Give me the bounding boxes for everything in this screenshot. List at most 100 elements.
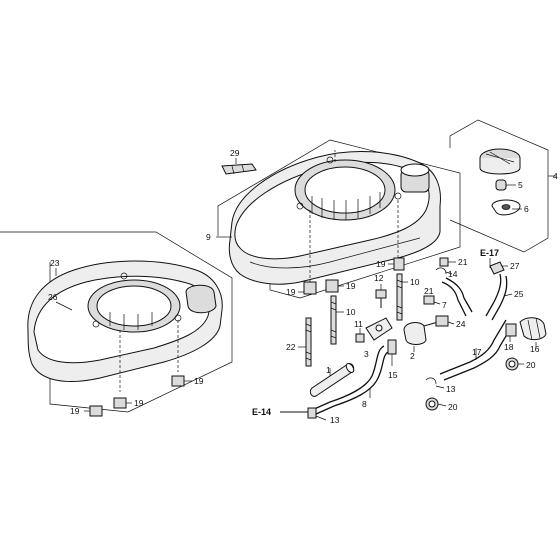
part-18 bbox=[505, 323, 517, 337]
grommet-left-3 bbox=[89, 405, 103, 417]
clip-ridges bbox=[231, 164, 245, 175]
callout-3: 3 bbox=[364, 349, 369, 359]
filler-neck-top bbox=[400, 163, 430, 177]
stud-10a bbox=[330, 295, 337, 345]
callout-19a: 19 bbox=[286, 287, 296, 297]
callout-14: 14 bbox=[448, 269, 458, 279]
grommet-19a bbox=[303, 281, 317, 295]
left-cover-intake bbox=[96, 285, 172, 327]
clip-21a bbox=[439, 257, 449, 267]
stud-10a-thread bbox=[330, 301, 337, 339]
hose-8-wall bbox=[315, 351, 389, 415]
fan-cover-intake bbox=[304, 166, 386, 214]
bracket-3-hole bbox=[375, 324, 383, 332]
group-frame-left bbox=[0, 231, 233, 413]
boss-3 bbox=[394, 192, 402, 200]
filter-16 bbox=[519, 317, 547, 341]
clip-part bbox=[221, 158, 257, 175]
callout-26: 26 bbox=[48, 292, 58, 302]
callout-18: 18 bbox=[504, 342, 514, 352]
callout-7: 7 bbox=[442, 300, 447, 310]
callout-13a: 13 bbox=[330, 415, 340, 425]
hose-1-end bbox=[345, 363, 355, 373]
group-frame-main bbox=[217, 139, 461, 299]
callout-1: 1 bbox=[326, 365, 331, 375]
callout-labels: 1 2 3 4 5 6 7 8 9 10 10 11 12 13 13 14 1… bbox=[48, 148, 558, 425]
callout-2: 2 bbox=[410, 351, 415, 361]
fuel-cap-side bbox=[479, 158, 521, 175]
grommet-left-1 bbox=[171, 375, 185, 387]
callout-19f: 19 bbox=[376, 259, 386, 269]
callout-20b: 20 bbox=[526, 360, 536, 370]
callout-11: 11 bbox=[354, 319, 363, 329]
hose-8 bbox=[311, 345, 385, 411]
callout-27: 27 bbox=[510, 261, 520, 271]
main-cover-group bbox=[217, 139, 461, 299]
hose-25-wall bbox=[491, 275, 508, 321]
fuel-cap-grip bbox=[485, 151, 515, 165]
callout-16: 16 bbox=[530, 344, 540, 354]
hose-7 bbox=[441, 281, 467, 317]
callout-19c: 19 bbox=[194, 376, 204, 386]
leader-7 bbox=[433, 301, 441, 305]
reference-e17: E-17 bbox=[480, 248, 499, 258]
grommet-19b bbox=[325, 279, 339, 293]
left-cover-group bbox=[0, 231, 233, 417]
center-parts bbox=[280, 284, 439, 421]
left-boss-1 bbox=[120, 272, 128, 280]
leader-13a bbox=[315, 415, 327, 421]
stud-22-thread bbox=[305, 323, 312, 361]
reference-e14: E-14 bbox=[252, 407, 271, 417]
group-frame-cap bbox=[449, 119, 549, 253]
callout-17: 17 bbox=[472, 347, 482, 357]
leader-13b bbox=[435, 385, 445, 389]
callout-6: 6 bbox=[524, 204, 529, 214]
callout-8: 8 bbox=[362, 399, 367, 409]
cap-seal bbox=[495, 179, 507, 191]
fuel-valve-2 bbox=[403, 322, 427, 345]
leader-25 bbox=[503, 293, 513, 297]
callout-19e: 19 bbox=[70, 406, 80, 416]
reference-labels: E-17 E-14 bbox=[252, 248, 499, 417]
clamp-20a-hole bbox=[428, 400, 436, 408]
clip-15 bbox=[387, 339, 397, 355]
fan-cover-lip bbox=[249, 237, 421, 269]
callout-21a: 21 bbox=[458, 257, 468, 267]
bolt-12 bbox=[375, 289, 387, 299]
clamp-20b-hole bbox=[508, 360, 516, 368]
fuel-cap-group bbox=[449, 119, 556, 253]
grommet-left-2 bbox=[113, 397, 127, 409]
callout-22: 22 bbox=[286, 342, 296, 352]
callout-19b: 19 bbox=[346, 281, 356, 291]
callout-10b: 10 bbox=[410, 277, 420, 287]
leader-24 bbox=[447, 321, 455, 325]
hose-7-wall bbox=[445, 277, 473, 313]
clip-21b bbox=[423, 295, 435, 305]
fan-cover-fins bbox=[311, 192, 381, 220]
studs-group bbox=[298, 257, 408, 367]
left-cover-fins bbox=[109, 312, 153, 330]
nut-11 bbox=[355, 333, 365, 343]
hose-17 bbox=[439, 319, 507, 375]
callout-5: 5 bbox=[518, 180, 523, 190]
hose-25 bbox=[485, 273, 502, 317]
callout-4: 4 bbox=[553, 171, 558, 181]
stud-10b-thread bbox=[396, 279, 403, 315]
left-cover-neck bbox=[185, 284, 217, 314]
clip-body bbox=[221, 163, 257, 175]
leader-26 bbox=[55, 301, 73, 311]
right-hoses bbox=[423, 257, 547, 411]
boss-1 bbox=[326, 156, 334, 164]
callout-25: 25 bbox=[514, 289, 524, 299]
clamp-13a bbox=[307, 407, 317, 419]
callout-20a: 20 bbox=[448, 402, 458, 412]
stud-22 bbox=[305, 317, 312, 367]
callout-24: 24 bbox=[456, 319, 466, 329]
clamp-14 bbox=[435, 267, 447, 275]
grommet-19f bbox=[393, 257, 405, 271]
callout-29: 29 bbox=[230, 148, 240, 158]
callout-21b: 21 bbox=[424, 286, 434, 296]
filter-16-ribs bbox=[527, 317, 541, 341]
